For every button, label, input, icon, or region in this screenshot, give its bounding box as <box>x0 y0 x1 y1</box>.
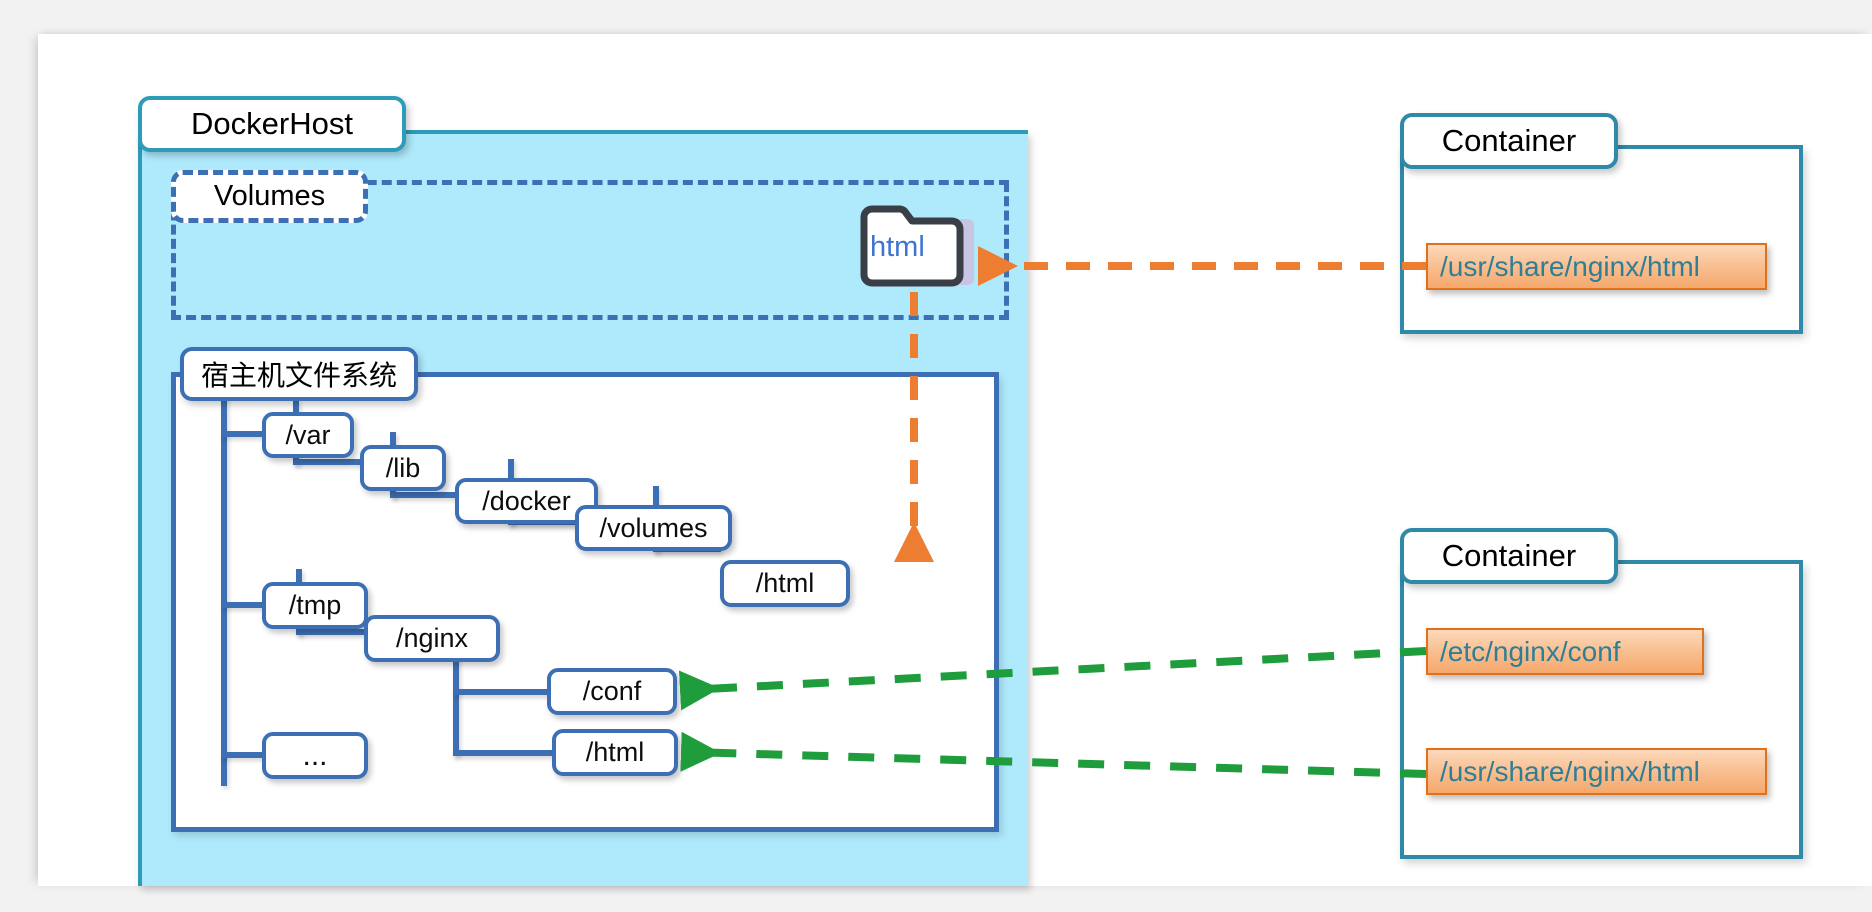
container-bottom-path-etc-nginx-conf[interactable]: /etc/nginx/conf <box>1426 628 1704 675</box>
tree-line-nginx-to-html <box>453 750 553 756</box>
tree-node-more[interactable]: ... <box>262 732 368 779</box>
tree-line-root-to-var <box>221 431 263 437</box>
container-bottom-label: Container <box>1400 528 1618 584</box>
tree-node-volumes[interactable]: /volumes <box>575 505 732 551</box>
tree-node-tmp[interactable]: /tmp <box>262 582 368 629</box>
tree-line-nginx-to-conf <box>453 689 548 695</box>
container-top-panel <box>1400 147 1803 334</box>
tree-line-nginx-trunk <box>453 634 459 756</box>
host-filesystem-top-border <box>171 372 999 377</box>
tree-node-lib[interactable]: /lib <box>360 445 446 491</box>
folder-icon-label: html <box>870 231 925 263</box>
container-top-path-usr-share-nginx-html[interactable]: /usr/share/nginx/html <box>1426 243 1767 290</box>
dockerhost-top-border <box>138 130 1028 134</box>
tree-node-docker[interactable]: /docker <box>455 478 598 524</box>
volumes-panel-top-border <box>171 180 1009 185</box>
tree-line-root-to-tmp <box>221 602 263 608</box>
folder-icon[interactable]: html <box>856 205 978 293</box>
tree-line-lib-docker-h <box>390 492 456 498</box>
tree-node-html-nginx[interactable]: /html <box>552 729 678 776</box>
tree-node-conf[interactable]: /conf <box>547 668 677 715</box>
host-filesystem-label: 宿主机文件系统 <box>180 347 418 401</box>
container-top-label: Container <box>1400 113 1618 169</box>
dockerhost-label: DockerHost <box>138 96 406 152</box>
dockerhost-left-border <box>138 130 142 886</box>
volumes-label: Volumes <box>171 170 368 223</box>
container-bottom-path-usr-share-nginx-html[interactable]: /usr/share/nginx/html <box>1426 748 1767 795</box>
tree-line-root-to-more <box>221 752 263 758</box>
tree-node-var[interactable]: /var <box>262 412 354 458</box>
container-bottom-panel <box>1400 562 1803 859</box>
tree-node-html-volumes[interactable]: /html <box>720 560 850 607</box>
tree-line-var-lib-h <box>293 459 361 465</box>
tree-line-root-trunk <box>221 394 227 786</box>
diagram-card: DockerHost Volumes html 宿主机文件系统 <box>38 34 1872 886</box>
tree-node-nginx[interactable]: /nginx <box>364 615 500 662</box>
tree-line-tmp-nginx-h <box>296 629 364 635</box>
